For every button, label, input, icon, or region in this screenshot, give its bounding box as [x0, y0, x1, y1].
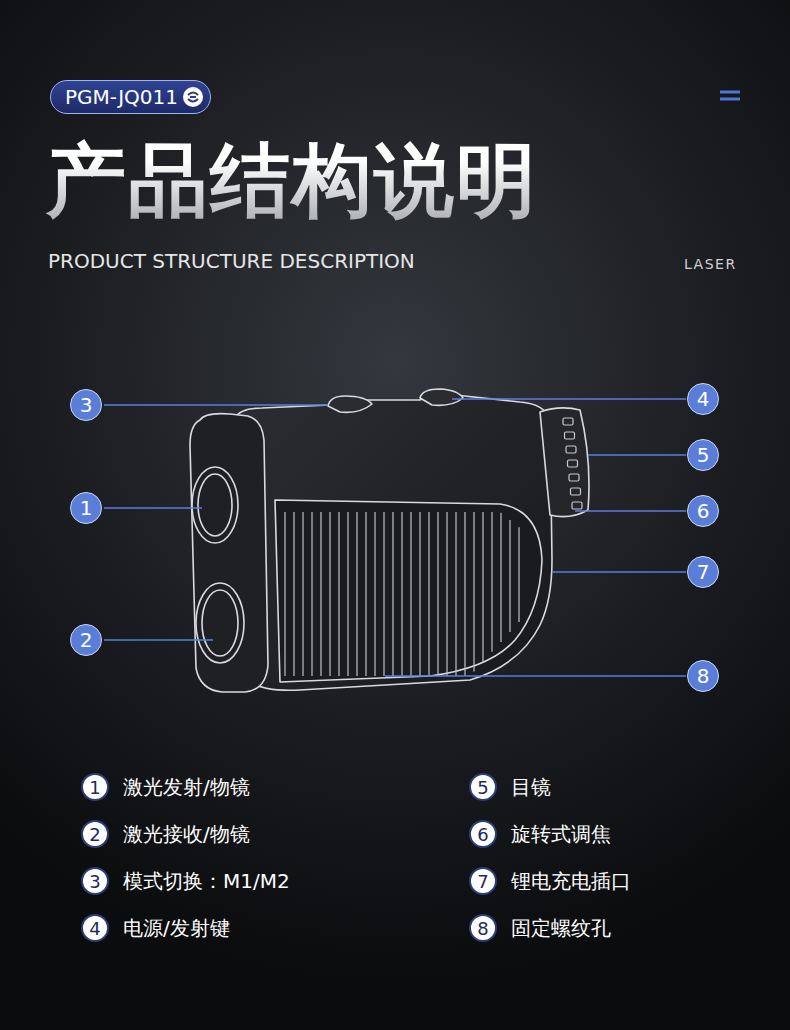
grip-rib	[383, 512, 384, 676]
subtitle: PRODUCT STRUCTURE DESCRIPTION	[48, 249, 415, 273]
badge-icon	[182, 86, 204, 108]
menu-icon	[720, 92, 740, 99]
grip-rib	[491, 512, 492, 652]
grip-rib	[482, 512, 483, 662]
node-text: 8	[477, 918, 488, 939]
grip-rib	[338, 512, 339, 676]
grip-rib	[293, 512, 294, 676]
grip-rib	[473, 512, 474, 672]
knurl-cell	[568, 460, 578, 467]
grip-rib	[302, 512, 303, 676]
leader-lines	[104, 399, 686, 676]
grip-rib	[329, 512, 330, 676]
grip-rib	[347, 512, 348, 676]
grip-rib	[437, 512, 438, 676]
callout-number: 1	[70, 492, 102, 524]
node-text: 7	[477, 871, 488, 892]
grip-rib	[500, 513, 501, 642]
node-text: 1	[89, 777, 100, 798]
legend-number-circle: 4电源/发射键	[81, 914, 109, 942]
knurl-cell	[566, 446, 576, 453]
knurl-cell	[571, 488, 581, 495]
grip-rib	[410, 512, 411, 676]
knurl-cell	[569, 474, 579, 481]
grip-rib	[455, 512, 456, 676]
callout-number: 6	[687, 495, 719, 527]
part-description: 激光接收/物镜	[123, 821, 250, 848]
callout-number: 3	[70, 389, 102, 421]
grip-ribs	[285, 512, 519, 676]
legend-number-circle: 1激光发射/物镜	[81, 773, 109, 801]
node-text: 8	[697, 664, 710, 688]
node-text: 3	[89, 871, 100, 892]
legend-number-circle: 6旋转式调焦	[469, 820, 497, 848]
grip-rib	[320, 512, 321, 676]
node-text: 3	[80, 393, 93, 417]
grip-rib	[392, 512, 393, 676]
part-description: 锂电充电插口	[511, 868, 631, 895]
knurl-cell	[572, 502, 582, 509]
part-description: 旋转式调焦	[511, 821, 611, 848]
knurl-cell	[565, 432, 575, 439]
page-title: 产品结构说明	[46, 128, 538, 236]
grip-rib	[464, 512, 465, 676]
node-text: 2	[80, 628, 93, 652]
grip-rib	[356, 512, 357, 676]
grip-rib	[311, 512, 312, 676]
grip-rib	[518, 527, 519, 622]
legend-number-circle: 8固定螺纹孔	[469, 914, 497, 942]
grip-rib	[365, 512, 366, 676]
grip-rib	[428, 512, 429, 676]
callout-number: 2	[70, 624, 102, 656]
node-text: 5	[697, 443, 710, 467]
part-description: 固定螺纹孔	[511, 915, 611, 942]
focus-ring-knurl	[563, 418, 582, 509]
callout-number: 8	[687, 660, 719, 692]
callout-number: 4	[687, 383, 719, 415]
grip-rib	[374, 512, 375, 676]
node-text: 5	[477, 777, 488, 798]
node-text: 4	[89, 918, 100, 939]
part-description: 电源/发射键	[123, 915, 230, 942]
grip-rib	[401, 512, 402, 676]
grip-rib	[284, 512, 285, 676]
legend-number-circle: 3模式切换：M1/M2	[81, 867, 109, 895]
node-text: 6	[477, 824, 488, 845]
part-description: 激光发射/物镜	[123, 774, 250, 801]
model-badge: PGM-JQ011	[50, 80, 211, 114]
node-text: 1	[80, 496, 93, 520]
legend-number-circle: 2激光接收/物镜	[81, 820, 109, 848]
rangefinder-body	[190, 389, 589, 692]
node-text: 4	[697, 387, 710, 411]
node-text: 2	[89, 824, 100, 845]
part-description: 目镜	[511, 774, 551, 801]
callout-number: 5	[687, 439, 719, 471]
node-text: 7	[697, 560, 710, 584]
grip-rib	[509, 520, 510, 632]
callout-number: 7	[687, 556, 719, 588]
tag-label: LASER	[684, 256, 737, 272]
node-text: PGM-JQ011	[65, 85, 178, 109]
legend-number-circle: 7锂电充电插口	[469, 867, 497, 895]
grip-rib	[419, 512, 420, 676]
knurl-cell	[563, 418, 573, 425]
grip-rib	[446, 512, 447, 676]
node-text: 6	[697, 499, 710, 523]
part-description: 模式切换：M1/M2	[123, 868, 290, 895]
legend-number-circle: 5目镜	[469, 773, 497, 801]
